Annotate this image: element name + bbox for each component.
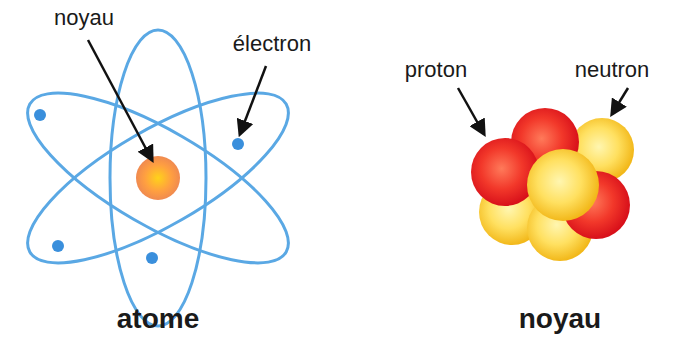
figure-title: noyau xyxy=(519,304,601,335)
figure-title: atome xyxy=(117,304,199,335)
part-label: proton xyxy=(405,58,467,82)
atom-nucleus xyxy=(136,156,180,200)
leader-arrows xyxy=(88,40,628,160)
nucleus-cluster xyxy=(471,108,634,261)
part-label: noyau xyxy=(54,6,114,30)
part-label: neutron xyxy=(575,58,650,82)
part-label: électron xyxy=(233,32,311,56)
electrons xyxy=(34,109,244,264)
orbits xyxy=(6,30,310,326)
